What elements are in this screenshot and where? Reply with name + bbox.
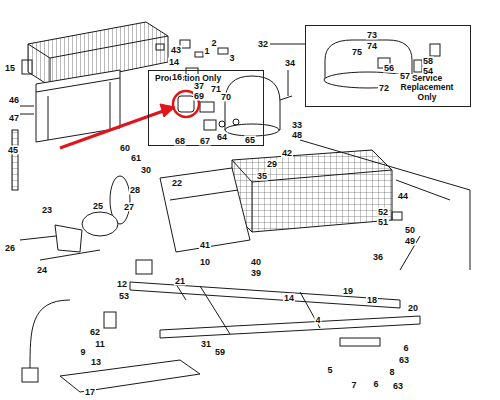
evaporator-coil (232, 140, 470, 270)
callout-number: 30 (140, 166, 152, 175)
callout-number: 5 (326, 366, 333, 375)
callout-number: 41 (199, 241, 211, 250)
callout-number: 34 (284, 59, 296, 68)
callout-number: 60 (119, 144, 131, 153)
callout-number: 9 (79, 348, 86, 357)
drain-pan (60, 360, 200, 392)
callout-number: 53 (118, 292, 130, 301)
callout-number: 42 (281, 149, 293, 158)
callout-number: 31 (200, 340, 212, 349)
callout-number: 52 (377, 208, 389, 217)
callout-number: 40 (250, 258, 262, 267)
callout-number: 6 (402, 344, 409, 353)
callout-number: 59 (214, 348, 226, 357)
callout-number: 14 (168, 58, 180, 67)
callout-number: 61 (130, 154, 142, 163)
callout-number: 51 (377, 218, 389, 227)
callout-number: 50 (404, 226, 416, 235)
callout-number: 46 (8, 96, 20, 105)
callout-number: 11 (94, 340, 106, 349)
callout-number: 63 (398, 356, 410, 365)
callout-number: 68 (174, 137, 186, 146)
callout-number: 47 (8, 114, 20, 123)
callout-number: 1 (203, 47, 210, 56)
callout-number: 14 (283, 294, 295, 303)
callout-number: 2 (210, 39, 217, 48)
callout-number: 44 (397, 192, 409, 201)
callout-number: 15 (4, 64, 16, 73)
callout-number: 48 (291, 131, 303, 140)
callout-number: 17 (84, 388, 96, 397)
pointer-arrow (60, 104, 175, 148)
fan-assembly (20, 176, 130, 260)
strap (12, 130, 18, 190)
callout-number: 26 (4, 244, 16, 253)
callout-number: 62 (89, 328, 101, 337)
box-heading: Production Only (153, 74, 223, 84)
callout-number: 27 (123, 203, 135, 212)
callout-number: 6 (372, 380, 379, 389)
callout-number: 22 (171, 179, 183, 188)
callout-number: 75 (351, 48, 363, 57)
callout-number: 35 (256, 172, 268, 181)
callout-number: 56 (383, 64, 395, 73)
callout-number: 18 (366, 296, 378, 305)
callout-number: 25 (92, 202, 104, 211)
callout-number: 24 (36, 266, 48, 275)
callout-number: 73 (366, 31, 378, 40)
power-cord (22, 300, 116, 382)
callout-number: 45 (7, 146, 19, 155)
callout-number: 28 (129, 186, 141, 195)
callout-number: 33 (291, 121, 303, 130)
callout-number: 12 (116, 280, 128, 289)
callout-number: 3 (228, 54, 235, 63)
callout-number: 65 (244, 136, 256, 145)
callout-number: 43 (170, 46, 182, 55)
callout-number: 13 (90, 358, 102, 367)
callout-number: 49 (404, 237, 416, 246)
callout-number: 29 (266, 160, 278, 169)
callout-number: 74 (366, 42, 378, 51)
frame-rails (130, 282, 420, 346)
callout-number: 21 (174, 277, 186, 286)
callout-number: 69 (193, 92, 205, 101)
callout-number: 58 (422, 57, 434, 66)
mounting-plate (136, 168, 250, 274)
callout-number: 20 (407, 304, 419, 313)
callout-number: 10 (199, 258, 211, 267)
callout-number: 57 (399, 72, 411, 81)
callout-number: 36 (372, 253, 384, 262)
callout-number: 67 (199, 137, 211, 146)
callout-number: 39 (250, 269, 262, 278)
callout-number: 37 (193, 82, 205, 91)
callout-number: 70 (220, 93, 232, 102)
callout-number: 7 (350, 381, 357, 390)
callout-number: 19 (342, 287, 354, 296)
callout-number: 8 (388, 368, 395, 377)
callout-number: 16 (171, 73, 183, 82)
callout-number: 63 (392, 382, 404, 391)
callout-number: 32 (257, 40, 269, 49)
callout-number: 4 (314, 316, 321, 325)
callout-number: 54 (422, 67, 434, 76)
callout-number: 64 (216, 133, 228, 142)
callout-number: 23 (41, 206, 53, 215)
callout-number: 72 (378, 84, 390, 93)
